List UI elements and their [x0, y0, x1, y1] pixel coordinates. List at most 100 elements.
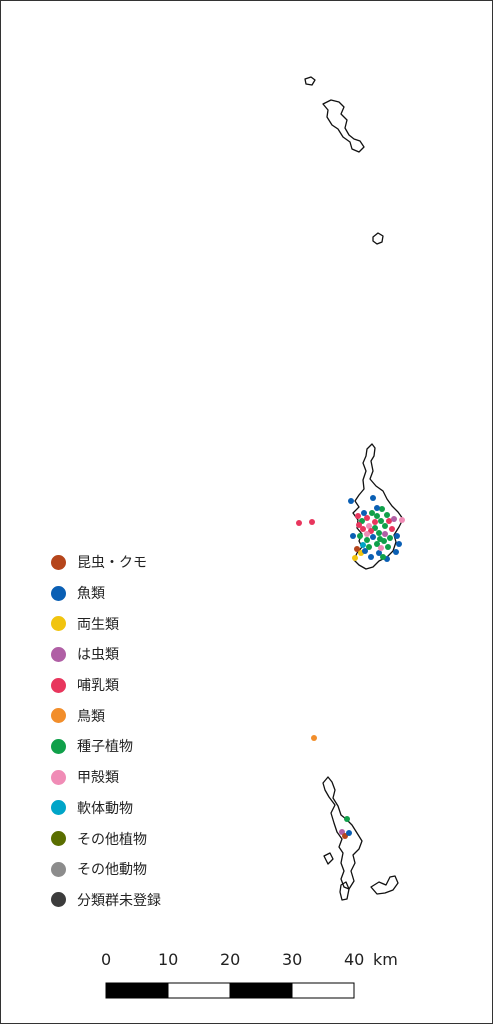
legend-dot [51, 738, 66, 754]
legend-dot [51, 677, 66, 693]
scale-tick-30: 30 [282, 950, 303, 969]
legend-item: 軟体動物 [51, 793, 161, 824]
legend-item: 鳥類 [51, 700, 161, 731]
observation-point[interactable] [384, 512, 390, 518]
legend-dot [51, 646, 66, 662]
observation-point[interactable] [382, 531, 388, 537]
observation-point[interactable] [355, 513, 361, 519]
legend-item: 両生類 [51, 608, 161, 639]
observation-point[interactable] [364, 537, 370, 543]
island-north-1 [304, 76, 316, 86]
observation-point[interactable] [370, 495, 376, 501]
legend-label: その他植物 [77, 831, 147, 848]
observation-point[interactable] [344, 816, 350, 822]
observation-point[interactable] [378, 518, 384, 524]
legend-item: 種子植物 [51, 731, 161, 762]
observation-point[interactable] [346, 830, 352, 836]
observation-point[interactable] [362, 548, 368, 554]
legend-label: 軟体動物 [77, 800, 133, 817]
observation-point[interactable] [366, 544, 372, 550]
legend-label: 種子植物 [77, 739, 133, 756]
observation-points [296, 495, 405, 839]
observation-point[interactable] [382, 523, 388, 529]
observation-point[interactable] [380, 554, 386, 560]
observation-point[interactable] [357, 533, 363, 539]
observation-point[interactable] [348, 498, 354, 504]
legend-dot [51, 861, 66, 877]
legend-item: 昆虫・クモ [51, 547, 161, 578]
legend-item: その他動物 [51, 854, 161, 885]
island-south [322, 776, 363, 890]
legend-item: 魚類 [51, 578, 161, 609]
observation-point[interactable] [369, 510, 375, 516]
observation-point[interactable] [311, 735, 317, 741]
legend-dot [51, 892, 66, 908]
island-north-2 [322, 99, 365, 153]
scale-tick-10: 10 [158, 950, 179, 969]
observation-point[interactable] [352, 555, 358, 561]
legend-label: 魚類 [77, 586, 105, 603]
observation-point[interactable] [394, 533, 400, 539]
observation-point[interactable] [386, 518, 392, 524]
observation-point[interactable] [393, 549, 399, 555]
legend-item: 哺乳類 [51, 670, 161, 701]
observation-point[interactable] [368, 554, 374, 560]
observation-point[interactable] [389, 526, 395, 532]
island-south-small-3 [370, 875, 399, 895]
legend-item: 甲殻類 [51, 762, 161, 793]
legend-label: 哺乳類 [77, 678, 119, 695]
observation-point[interactable] [379, 506, 385, 512]
legend-label: 甲殻類 [77, 770, 119, 787]
observation-point[interactable] [376, 530, 382, 536]
observation-point[interactable] [361, 510, 367, 516]
legend-dot [51, 708, 66, 724]
observation-point[interactable] [378, 545, 384, 551]
legend-label: 両生類 [77, 616, 119, 633]
scale-tick-40: 40 [344, 950, 365, 969]
observation-point[interactable] [391, 516, 397, 522]
observation-point[interactable] [356, 522, 362, 528]
legend-dot [51, 616, 66, 632]
observation-point[interactable] [399, 517, 405, 523]
observation-point[interactable] [364, 531, 370, 537]
legend-label: その他動物 [77, 862, 147, 879]
legend-dot [51, 831, 66, 847]
observation-point[interactable] [377, 536, 383, 542]
island-north-3 [372, 232, 384, 245]
observation-point[interactable] [374, 513, 380, 519]
observation-point[interactable] [387, 535, 393, 541]
observation-point[interactable] [350, 533, 356, 539]
observation-point[interactable] [296, 520, 302, 526]
observation-point[interactable] [309, 519, 315, 525]
observation-point[interactable] [366, 523, 372, 529]
observation-point[interactable] [396, 541, 402, 547]
legend-dot [51, 554, 66, 570]
legend: 昆虫・クモ魚類両生類は虫類哺乳類鳥類種子植物甲殻類軟体動物その他植物その他動物分… [51, 547, 161, 915]
observation-point[interactable] [370, 534, 376, 540]
observation-point[interactable] [376, 550, 382, 556]
legend-label: 鳥類 [77, 708, 105, 725]
observation-point[interactable] [364, 515, 370, 521]
legend-item: 分類群未登録 [51, 885, 161, 916]
island-main [352, 443, 404, 570]
legend-item: は虫類 [51, 639, 161, 670]
observation-point[interactable] [360, 526, 366, 532]
scale-unit: km [373, 950, 398, 969]
observation-point[interactable] [372, 519, 378, 525]
observation-point[interactable] [374, 541, 380, 547]
observation-point[interactable] [354, 546, 360, 552]
observation-point[interactable] [374, 505, 380, 511]
island-south-small-2 [339, 881, 350, 901]
legend-label: は虫類 [77, 647, 119, 664]
observation-point[interactable] [360, 542, 366, 548]
legend-dot [51, 769, 66, 785]
scale-tick-20: 20 [220, 950, 241, 969]
legend-dot [51, 585, 66, 601]
legend-item: その他植物 [51, 823, 161, 854]
observation-point[interactable] [385, 544, 391, 550]
legend-label: 分類群未登録 [77, 892, 161, 909]
island-south-small-1 [323, 852, 334, 865]
legend-dot [51, 800, 66, 816]
